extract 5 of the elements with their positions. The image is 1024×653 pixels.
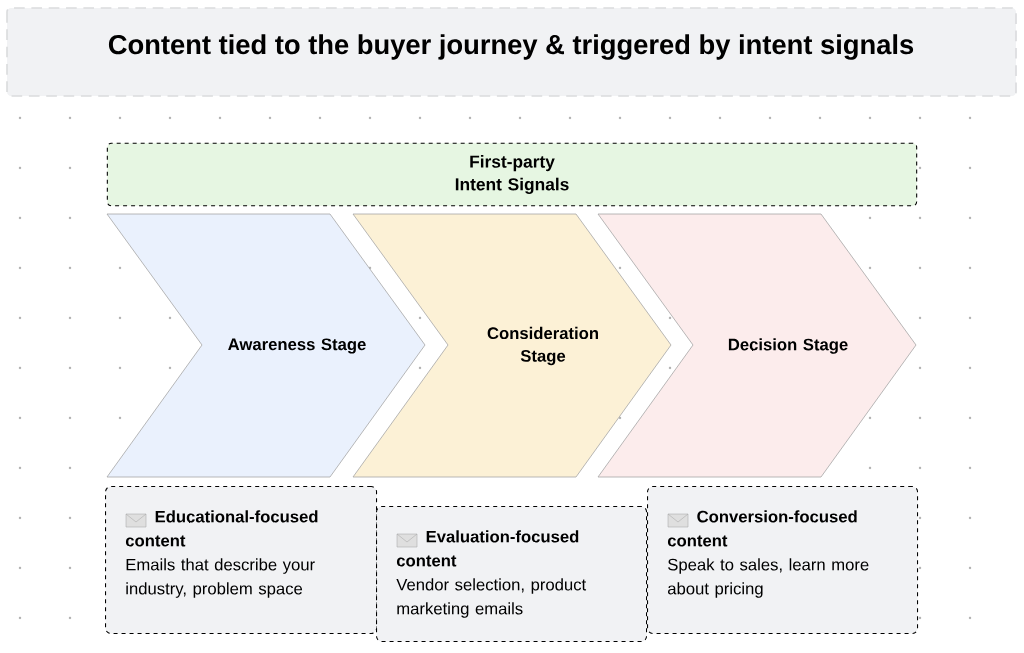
title-banner: Content tied to the buyer journey & triggered by intent signals — [6, 7, 1017, 97]
content-box: Evaluation-focused content Vendor selection, product marketing emails — [376, 506, 648, 643]
signal-band: First-party Intent Signals — [106, 142, 918, 207]
content-box: Educational-focused content Emails that describe your industry, problem space — [105, 486, 378, 635]
content-box: Conversion-focused content Speak to sales, learn more about pricing — [647, 486, 919, 635]
